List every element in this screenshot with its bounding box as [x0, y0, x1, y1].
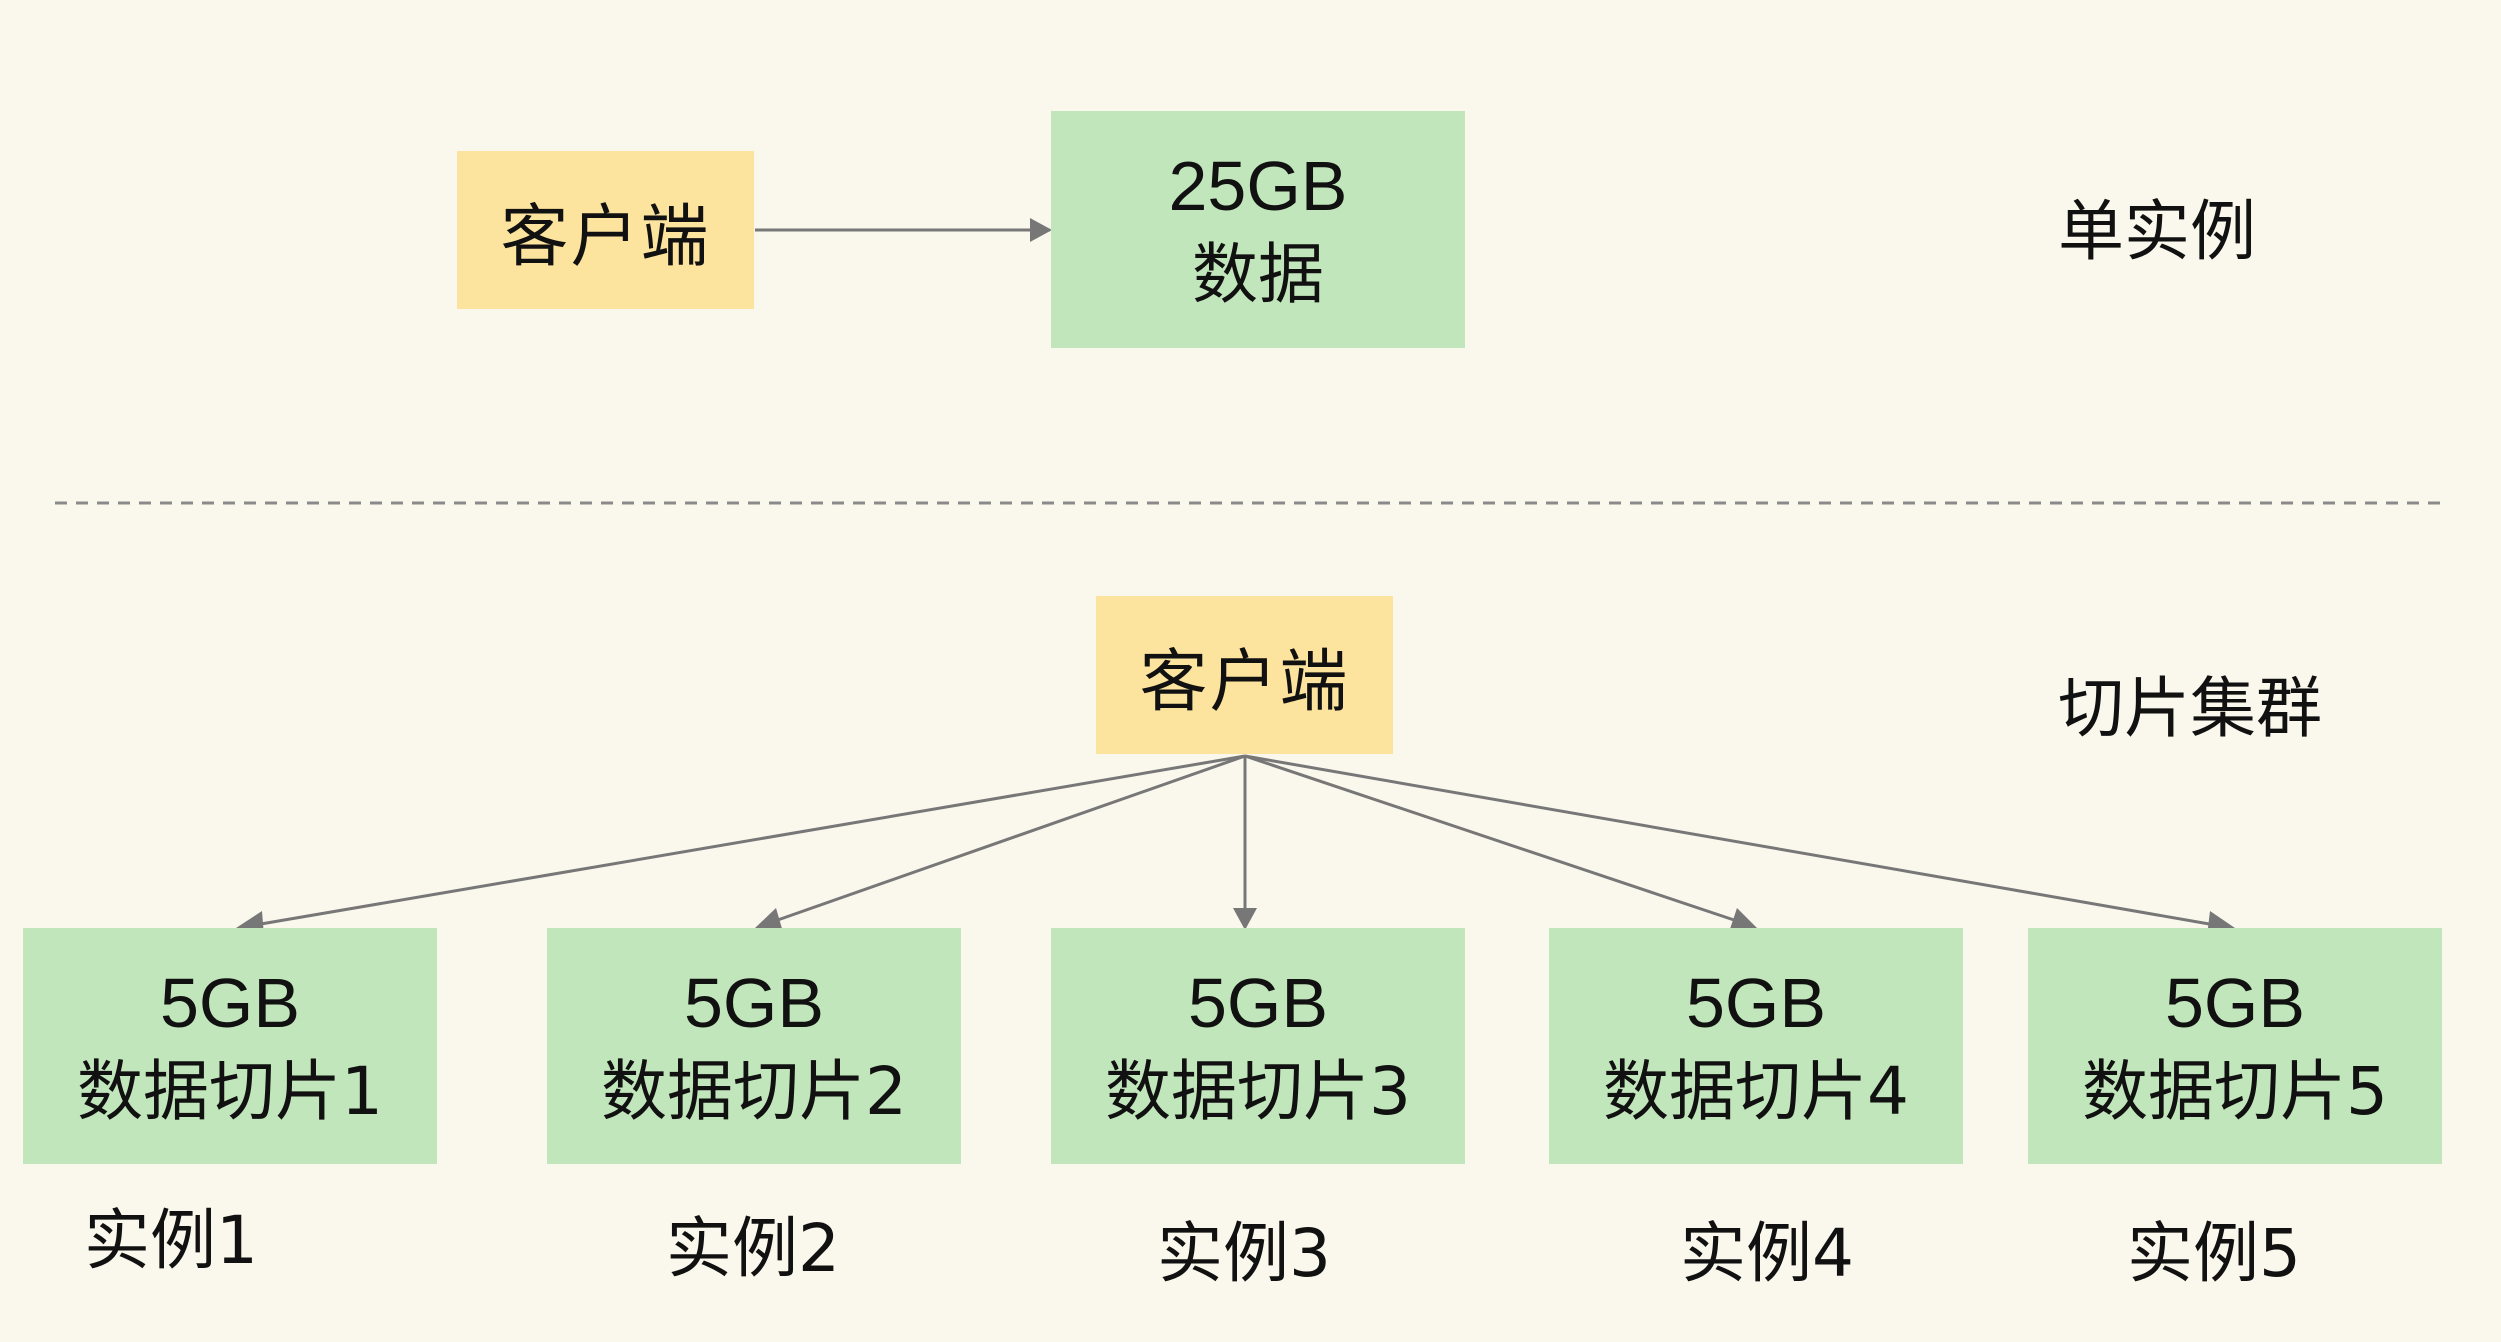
shard-name-label: 数据切片1 — [77, 1052, 383, 1130]
data-size-label: 25GB — [1168, 147, 1348, 226]
client-label: 客户端 — [1139, 642, 1350, 722]
shard-box-2: 5GB 数据切片2 — [547, 928, 961, 1164]
arrow-to-shard-2 — [771, 754, 1246, 924]
shard-box-5: 5GB 数据切片5 — [2028, 928, 2442, 1164]
fanout-arrows — [236, 754, 2235, 936]
shard-box-4: 5GB 数据切片4 — [1549, 928, 1963, 1164]
shard-name-label: 数据切片3 — [1105, 1052, 1411, 1130]
arrowhead-shard-4 — [1729, 908, 1757, 932]
client-box-single: 客户端 — [457, 151, 754, 309]
data-box-single: 25GB 数据 — [1051, 111, 1465, 348]
instance-label-4: 实例4 — [1680, 1215, 1854, 1292]
shard-size-label: 5GB — [683, 963, 825, 1042]
client-label: 客户端 — [500, 197, 711, 277]
instance-label-3: 实例3 — [1157, 1215, 1331, 1292]
instance-label-5: 实例5 — [2127, 1215, 2301, 1292]
shard-box-1: 5GB 数据切片1 — [23, 928, 437, 1164]
shard-name-label: 数据切片4 — [1603, 1052, 1909, 1130]
arrowhead-shard-2 — [755, 908, 783, 932]
arrow-to-shard-4 — [1244, 754, 1741, 924]
instance-label-2: 实例2 — [666, 1210, 840, 1287]
arrowhead-client-to-data — [1030, 218, 1052, 242]
arrow-to-shard-5 — [1244, 754, 2216, 927]
arrowhead-shard-3 — [1233, 908, 1257, 930]
shard-name-label: 数据切片2 — [601, 1052, 907, 1130]
instance-label-1: 实例1 — [84, 1202, 258, 1279]
shard-size-label: 5GB — [1685, 963, 1827, 1042]
shard-box-3: 5GB 数据切片3 — [1051, 928, 1465, 1164]
mode-label-single: 单实例 — [2058, 193, 2256, 270]
shard-size-label: 5GB — [2164, 963, 2306, 1042]
shard-name-label: 数据切片5 — [2082, 1052, 2388, 1130]
shard-size-label: 5GB — [1187, 963, 1329, 1042]
arrow-to-shard-1 — [254, 754, 1246, 927]
mode-label-cluster: 切片集群 — [2058, 670, 2322, 747]
shard-size-label: 5GB — [159, 963, 301, 1042]
client-box-cluster: 客户端 — [1096, 596, 1393, 754]
data-name-label: 数据 — [1192, 236, 1324, 314]
